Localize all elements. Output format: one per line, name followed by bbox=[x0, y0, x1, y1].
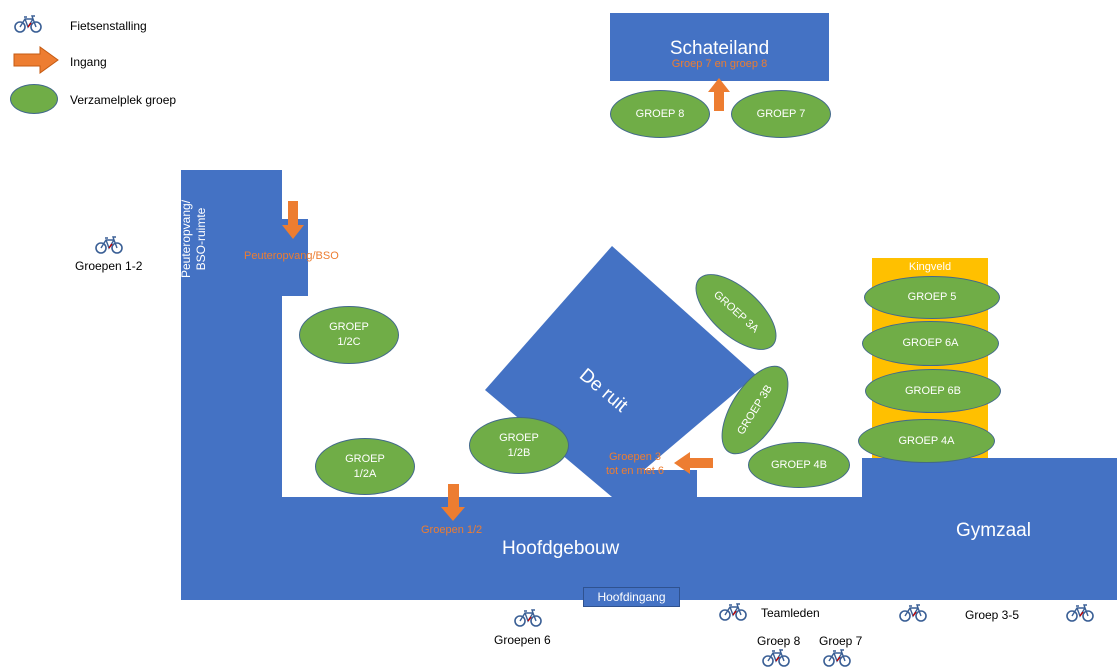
groepen-1-2-entrance-label: Groepen 1/2 bbox=[421, 524, 483, 536]
bike-rack-groepen-6-icon bbox=[514, 608, 542, 628]
group-spot-groep-1-2b: GROEP 1/2B bbox=[469, 417, 569, 474]
schateiland-sub-label: Groep 7 en groep 8 bbox=[671, 58, 768, 70]
bike-rack-groep-7-icon bbox=[823, 648, 851, 668]
legend-assembly-label: Verzamelplek groep bbox=[70, 93, 177, 107]
hoofdingang-label: Hoofdingang bbox=[583, 587, 680, 607]
bike-rack-gymzaal-icon bbox=[899, 603, 927, 623]
group-spot-groep-7: GROEP 7 bbox=[731, 90, 831, 138]
bike-rack-teamleden-icon bbox=[719, 602, 747, 622]
groepen-3-6-line2: tot en met 6 bbox=[605, 465, 665, 477]
group-spot-label: GROEP 7 bbox=[756, 107, 806, 120]
bike-rack-groepen-1-2-label: Groepen 1-2 bbox=[75, 259, 143, 273]
groepen-3-6-entrance-arrow bbox=[674, 452, 713, 474]
groepen-3-6-entrance-label: Groepen 3 tot en met 6 bbox=[598, 450, 672, 478]
group-spot-groep-4a: GROEP 4A bbox=[858, 419, 995, 463]
schateiland-building bbox=[610, 13, 829, 81]
schateiland-label: Schateiland bbox=[669, 38, 770, 59]
group-spot-label: GROEP bbox=[329, 321, 369, 333]
legend-assembly-icon bbox=[10, 84, 58, 114]
hoofdgebouw-building bbox=[181, 170, 1117, 600]
group-spot-label: GROEP bbox=[345, 452, 385, 465]
groepen-1-2-entrance-arrow bbox=[441, 484, 465, 521]
peuteropvang-entrance-arrow bbox=[282, 201, 304, 239]
group-spot-groep-6a: GROEP 6A bbox=[862, 321, 999, 366]
group-spot-groep-4b: GROEP 4B bbox=[748, 442, 850, 488]
group-spot-label: 1/2A bbox=[353, 467, 377, 480]
bike-rack-teamleden-label: Teamleden bbox=[761, 606, 820, 620]
group-spot-groep-8: GROEP 8 bbox=[610, 90, 710, 138]
bike-rack-groep-3-5-label: Groep 3-5 bbox=[965, 608, 1020, 622]
peuteropvang-line2: BSO-ruimte bbox=[194, 207, 208, 271]
group-spot-groep-1-2a: GROEP 1/2A bbox=[315, 438, 415, 495]
legend-bike-icon bbox=[14, 14, 42, 34]
group-spot-groep-6b: GROEP 6B bbox=[865, 369, 1001, 413]
group-spot-label: GROEP 3B bbox=[734, 382, 775, 437]
group-spot-label: GROEP 4B bbox=[770, 458, 828, 471]
gymzaal-label: Gymzaal bbox=[956, 520, 1031, 541]
schateiland-entrance-arrow bbox=[708, 78, 730, 111]
group-spot-label: GROEP bbox=[499, 431, 539, 444]
legend-entrance-label: Ingang bbox=[70, 55, 107, 69]
groepen-3-6-line1: Groepen 3 bbox=[609, 451, 661, 463]
bike-rack-groep-8-label: Groep 8 bbox=[757, 634, 801, 648]
group-spot-label: GROEP 6B bbox=[904, 384, 962, 397]
bike-rack-groep-3-5-icon bbox=[1066, 603, 1094, 623]
group-spot-label: 1/2C bbox=[337, 336, 361, 348]
bike-rack-groep-7-label: Groep 7 bbox=[819, 634, 863, 648]
de-ruit-connector bbox=[612, 470, 697, 500]
peuteropvang-line1: Peuteropvang/ bbox=[179, 199, 193, 279]
group-spot-label: 1/2B bbox=[507, 446, 531, 459]
gymzaal-building bbox=[862, 458, 1117, 500]
bike-rack-groepen-6-label: Groepen 6 bbox=[494, 633, 551, 647]
kingveld-label: Kingveld bbox=[908, 261, 952, 273]
group-spot-label: GROEP 4A bbox=[898, 434, 955, 447]
legend-bike-label: Fietsenstalling bbox=[70, 19, 147, 33]
bike-rack-groepen-1-2-icon bbox=[95, 235, 123, 255]
group-spot-groep-5: GROEP 5 bbox=[864, 276, 1000, 319]
group-spot-groep-1-2c: GROEP 1/2C bbox=[299, 306, 399, 364]
group-spot-label: GROEP 8 bbox=[635, 107, 685, 120]
hoofdgebouw-label: Hoofdgebouw bbox=[502, 538, 620, 559]
group-spot-label: GROEP 6A bbox=[902, 337, 959, 349]
peuteropvang-label: Peuteropvang/ BSO-ruimte bbox=[179, 180, 209, 298]
group-spot-label: GROEP 5 bbox=[907, 291, 957, 303]
legend-arrow-icon bbox=[13, 46, 59, 74]
peuteropvang-entrance-label: Peuteropvang/BSO bbox=[244, 250, 339, 262]
bike-rack-groep-8-icon bbox=[762, 648, 790, 668]
